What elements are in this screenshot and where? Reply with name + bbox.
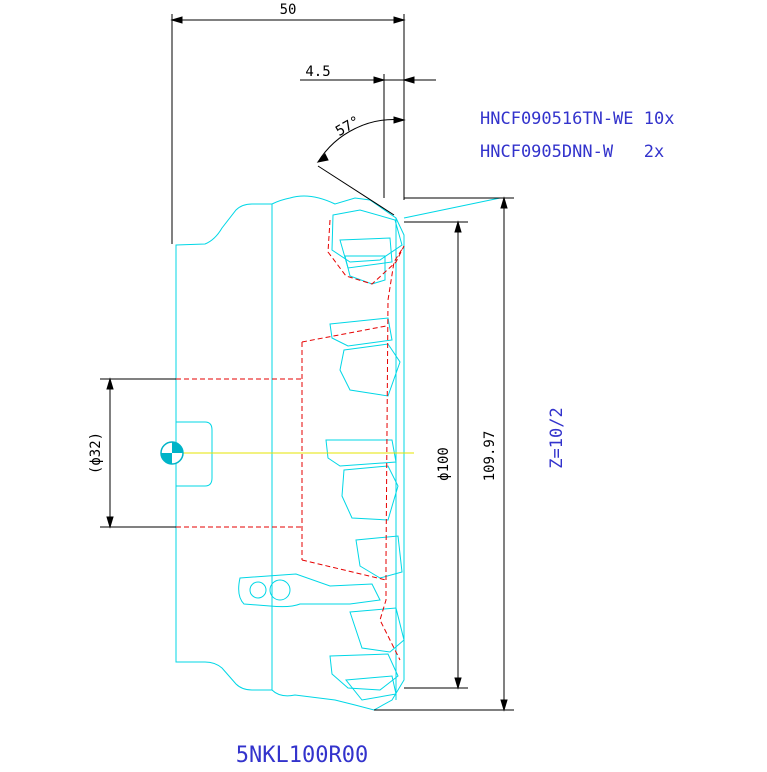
insert-primary: HNCF090516TN-WE 10x (480, 109, 674, 129)
dim-cutter-diameter: ϕ100 (436, 447, 452, 481)
counterbore-bottom-hidden (301, 559, 387, 581)
bottom-pocket (329, 653, 399, 691)
dim-max-diameter: 109.97 (482, 431, 498, 482)
dim-bore: (ϕ32) (88, 432, 104, 474)
body-step-top (403, 197, 501, 219)
pocket-3-insert (341, 465, 399, 521)
dim-angle: 57° (333, 113, 363, 140)
bolt-hole-1 (249, 581, 267, 599)
pocket-3 (325, 439, 397, 467)
teeth-note: Z=10/2 (547, 407, 567, 468)
tool-name: 5NKL100R00 (236, 743, 368, 767)
pocket-2-insert (339, 343, 401, 397)
dimension-lines (100, 14, 514, 712)
top-pocket-1-inner (339, 237, 393, 269)
pocket-4 (355, 535, 403, 579)
center-marker-icon (160, 441, 184, 465)
pocket-5 (349, 607, 405, 653)
counterbore-top-hidden (301, 325, 387, 343)
shank-profile (175, 195, 405, 711)
bolt-hole-2 (269, 579, 291, 601)
insert-secondary: HNCF0905DNN-W 2x (480, 142, 664, 162)
bottom-pocket-insert (345, 675, 397, 701)
dim-overall-length: 50 (280, 2, 297, 18)
top-pocket-1-insert (344, 255, 386, 285)
cutter-body-outline (175, 195, 501, 711)
keyway-notch (176, 421, 213, 487)
cutting-edge-hidden (327, 219, 405, 661)
hidden-lines (176, 219, 405, 661)
dim-offset: 4.5 (305, 64, 330, 80)
pocket-2 (329, 317, 393, 347)
side-bolt-lobe (238, 573, 381, 608)
